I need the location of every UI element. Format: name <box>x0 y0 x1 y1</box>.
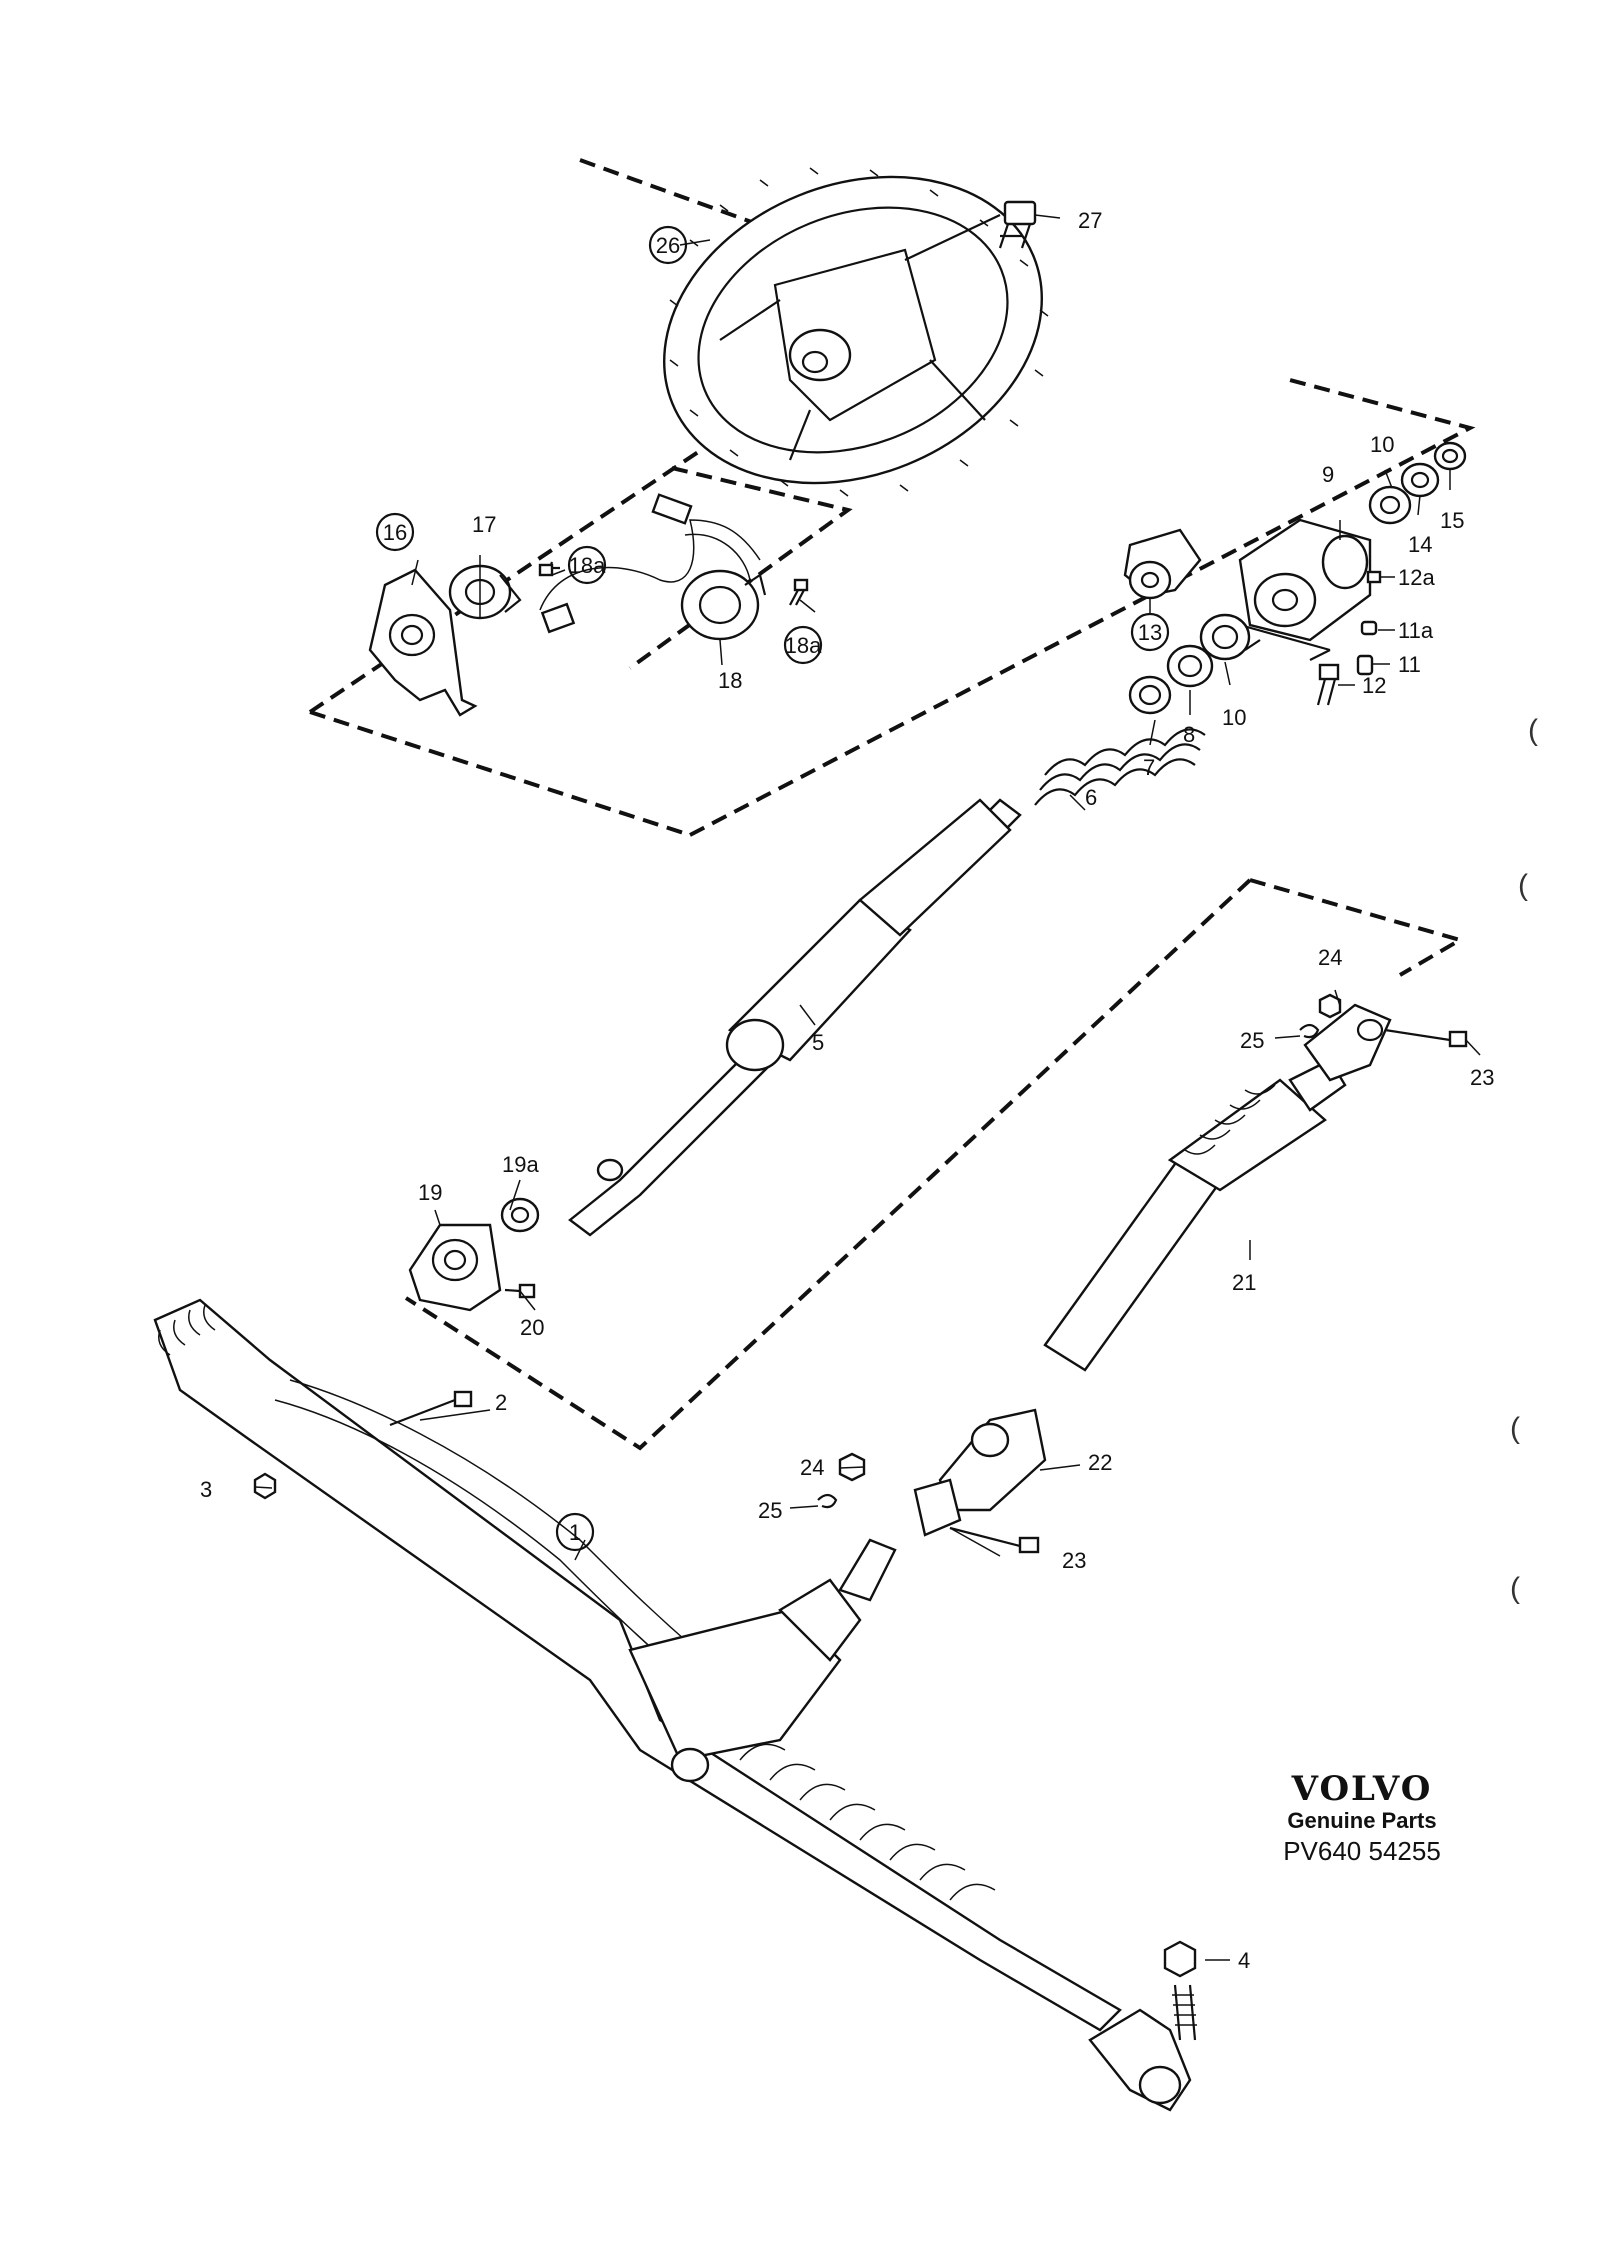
contact-reel-17 <box>448 564 522 620</box>
upper-column-outline-left <box>309 710 691 837</box>
bolts-23 <box>949 1028 1468 1554</box>
callout-19: 19 <box>418 1180 442 1205</box>
brand-block: VOLVO Genuine Parts PV640 54255 <box>1283 1769 1441 1866</box>
callout-5: 5 <box>812 1030 824 1055</box>
margin-mark-3: ( <box>1510 1412 1520 1445</box>
ignition-switch-13 <box>1123 528 1202 600</box>
callout-15: 15 <box>1440 508 1464 533</box>
screw-20 <box>504 1283 536 1299</box>
brand-logo: VOLVO <box>1291 1769 1433 1809</box>
switch-assembly-18 <box>539 493 767 641</box>
callout-3: 3 <box>200 1477 212 1502</box>
callout-23-lower: 23 <box>1062 1548 1086 1573</box>
margin-mark-1: ( <box>1528 714 1538 747</box>
callout-13: 13 <box>1138 620 1162 645</box>
brand-code: PV640 54255 <box>1283 1836 1441 1866</box>
leader-lines <box>254 214 1481 1961</box>
nut-3 <box>253 1472 277 1500</box>
callout-circle-18a-1 <box>567 545 607 585</box>
callout-18: 18 <box>718 668 742 693</box>
callout-14: 14 <box>1408 532 1432 557</box>
intermediate-shaft-21 <box>1043 1058 1347 1372</box>
callout-19a: 19a <box>502 1152 539 1177</box>
washer-8 <box>1166 644 1214 688</box>
bushing-10-lower <box>1199 613 1251 661</box>
callout-11: 11 <box>1398 652 1421 677</box>
callout-6: 6 <box>1085 785 1097 810</box>
washer-7 <box>1128 675 1172 715</box>
callout-8: 8 <box>1183 722 1195 747</box>
margin-mark-4: ( <box>1510 1572 1520 1605</box>
clip-15 <box>1433 441 1467 471</box>
switch-bracket-16 <box>368 568 478 717</box>
bearing-19 <box>408 1223 502 1312</box>
callout-2: 2 <box>495 1390 507 1415</box>
brand-tagline: Genuine Parts <box>1287 1808 1436 1833</box>
ring-14 <box>1400 462 1440 498</box>
steering-gear-1 <box>153 1298 1122 2032</box>
margin-mark-2: ( <box>1518 869 1528 902</box>
nuts-24 <box>838 993 1342 1482</box>
callout-21: 21 <box>1232 1270 1256 1295</box>
callout-12: 12 <box>1362 673 1386 698</box>
screw-27 <box>998 200 1037 249</box>
tie-rod-end <box>1088 1984 1197 2112</box>
callout-10-upper: 10 <box>1370 432 1394 457</box>
callout-9: 9 <box>1322 462 1334 487</box>
callouts: 26 16 18a 18a 13 1 27 17 18 9 10 15 14 1… <box>200 208 1494 1973</box>
callout-1: 1 <box>569 1520 581 1545</box>
callout-circle-26 <box>648 225 688 265</box>
callout-25-lower: 25 <box>758 1498 782 1523</box>
lock-housing-9 <box>1238 518 1372 661</box>
callout-circle-18a-2 <box>783 625 823 665</box>
callout-7: 7 <box>1143 755 1155 780</box>
callout-18a-1: 18a <box>569 553 606 578</box>
callout-circle-1 <box>555 1512 595 1552</box>
callout-16: 16 <box>383 520 407 545</box>
margin-marks: ( ( ( ( <box>1510 714 1538 1605</box>
universal-joint-22 <box>913 1408 1047 1537</box>
callout-17: 17 <box>472 512 496 537</box>
callout-24-lower: 24 <box>800 1455 824 1480</box>
spring-6 <box>1034 728 1206 806</box>
callout-25-upper: 25 <box>1240 1028 1264 1053</box>
column-shaft-5 <box>568 798 1022 1237</box>
callout-27: 27 <box>1078 208 1102 233</box>
universal-joint-upper <box>1303 1003 1392 1082</box>
callout-20: 20 <box>520 1315 544 1340</box>
small-parts-11-12 <box>1316 570 1382 706</box>
callout-18a-2: 18a <box>785 633 822 658</box>
callout-26: 26 <box>656 233 680 258</box>
bolt-2 <box>389 1390 473 1427</box>
lock-housing-outline <box>689 378 1476 837</box>
screws-18a <box>538 561 809 606</box>
bushing-19a <box>500 1197 540 1233</box>
callout-12a: 12a <box>1398 565 1435 590</box>
lower-shaft-outline <box>1249 878 1466 977</box>
callout-circle-13 <box>1130 612 1170 652</box>
callout-4: 4 <box>1238 1948 1250 1973</box>
callout-10-lower: 10 <box>1222 705 1246 730</box>
steering-wheel <box>663 167 1049 497</box>
bushing-10-upper <box>1368 485 1412 525</box>
callout-23-upper: 23 <box>1470 1065 1494 1090</box>
callout-22: 22 <box>1088 1450 1112 1475</box>
nut-4 <box>1163 1940 1197 1978</box>
lower-shaft-outline-side <box>404 878 1252 1451</box>
callout-11a: 11a <box>1398 618 1434 643</box>
clips-25 <box>817 1023 1320 1509</box>
callout-circle-16 <box>375 512 415 552</box>
callout-24-upper: 24 <box>1318 945 1342 970</box>
